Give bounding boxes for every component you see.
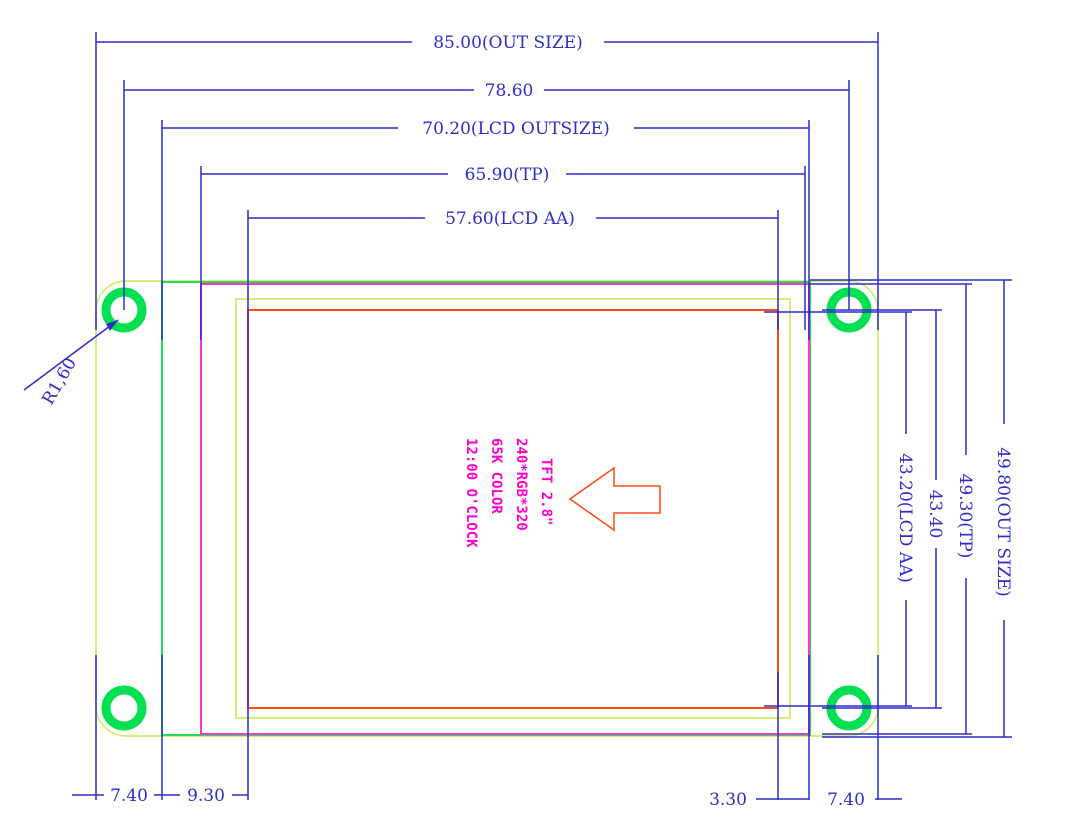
display-note-line-4: 12:00 O'CLOCK — [463, 438, 479, 548]
dim-hole-pitch-height-label: 43.40 — [925, 490, 945, 539]
dim-hole-pitch-width-label: 78.60 — [485, 81, 534, 101]
dim-tp-width: 65.90(TP) — [201, 165, 805, 185]
display-note-line-3: 65K COLOR — [488, 438, 504, 514]
corner-radius-label: R1,60 — [38, 355, 81, 409]
dim-lcd-outsize-width-label: 70.20(LCD OUTSIZE) — [422, 119, 609, 139]
dim-out-size-width-label: 85.00(OUT SIZE) — [433, 33, 583, 53]
corner-radius-callout: R1,60 — [23, 319, 119, 409]
dim-bottom-margins: 7.40 9.30 3.30 7.40 — [72, 786, 902, 810]
display-note-line-1: TFT 2.8" — [538, 458, 554, 525]
lcd-outline — [161, 281, 811, 736]
dim-lcd-aa-height-label: 43.20(LCD AA) — [895, 453, 915, 583]
touch-panel-outline — [200, 283, 810, 735]
mount-holes — [101, 287, 872, 731]
dim-out-size-height: 49.80(OUT SIZE) — [993, 280, 1013, 737]
board-outline — [95, 280, 879, 737]
dim-hole-pitch-height: 43.40 — [925, 310, 945, 708]
dim-tp-height-label: 49.30(TP) — [955, 474, 975, 559]
dim-tp-height: 49.30(TP) — [955, 284, 975, 734]
dim-right-margin-label: 7.40 — [827, 790, 865, 810]
dim-out-size-width: 85.00(OUT SIZE) — [96, 33, 878, 53]
dim-left-inner-margin-label: 9.30 — [187, 786, 225, 806]
lcd-active-area — [247, 309, 779, 709]
mount-hole-bottom-left — [101, 685, 147, 731]
dim-lcd-aa-height: 43.20(LCD AA) — [895, 312, 915, 706]
dim-out-size-height-label: 49.80(OUT SIZE) — [993, 447, 1013, 597]
dim-tp-width-label: 65.90(TP) — [465, 165, 550, 185]
horizontal-extension-lines — [764, 279, 1012, 738]
dim-right-inner-margin-label: 3.30 — [709, 790, 747, 810]
dim-lcd-aa-width-label: 57.60(LCD AA) — [445, 209, 575, 229]
vertical-extension-lines — [95, 32, 879, 800]
dim-lcd-outsize-width: 70.20(LCD OUTSIZE) — [162, 119, 809, 139]
dim-lcd-aa-width: 57.60(LCD AA) — [248, 209, 778, 229]
dim-left-margin-label: 7.40 — [110, 786, 148, 806]
display-note: TFT 2.8" 240*RGB*320 65K COLOR 12:00 O'C… — [463, 438, 554, 548]
display-note-line-2: 240*RGB*320 — [513, 438, 529, 531]
orientation-arrow-icon — [568, 466, 661, 532]
dim-hole-pitch-width: 78.60 — [124, 81, 849, 101]
